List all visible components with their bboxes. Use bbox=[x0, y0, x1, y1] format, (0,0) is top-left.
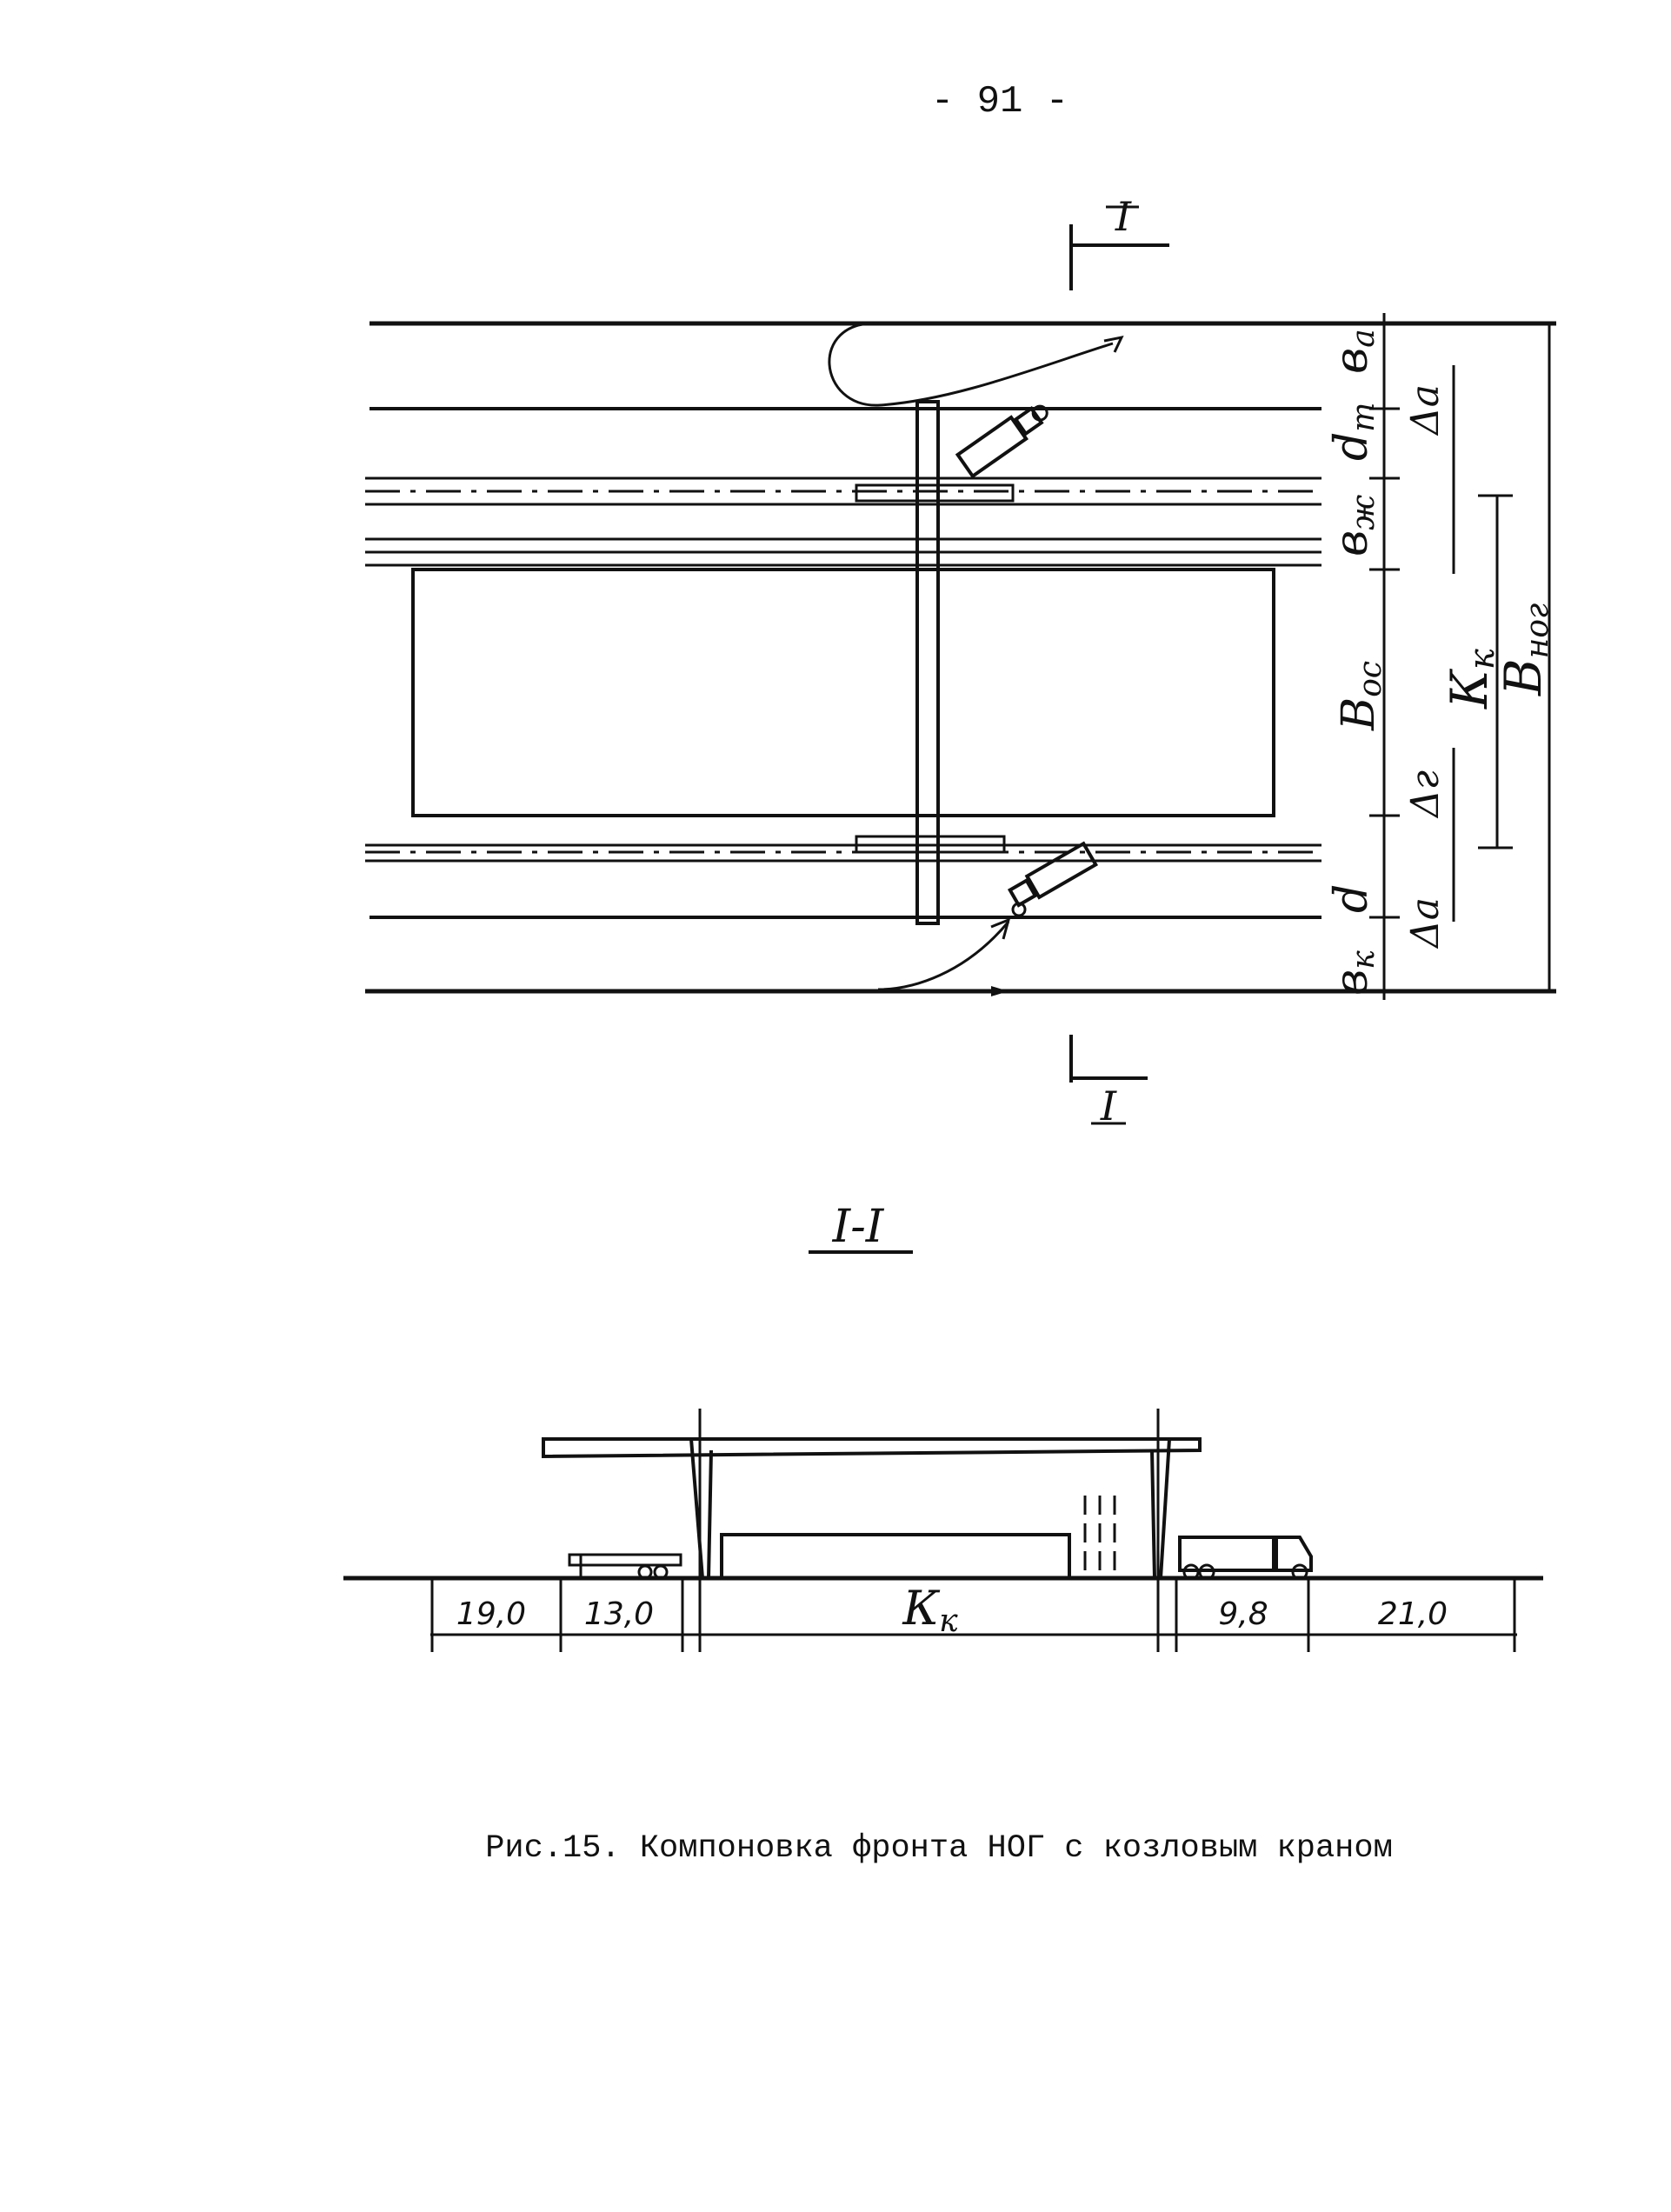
rail-track-bottom bbox=[365, 843, 1321, 863]
storage-block bbox=[720, 1533, 1071, 1580]
section-view: I-I bbox=[343, 1201, 1543, 1652]
crane-leg-right bbox=[1150, 1438, 1171, 1580]
label-kk: Кк bbox=[1440, 649, 1502, 710]
figure-caption: Рис.15. Компоновка фронта НОГ с козловым… bbox=[485, 1830, 1393, 1867]
label-delta-g: Δг bbox=[1403, 770, 1448, 819]
crane-girder bbox=[542, 1437, 1202, 1459]
storage-area bbox=[411, 568, 1275, 817]
label-bnog: Вног bbox=[1494, 603, 1555, 696]
arrow-head-top bbox=[1103, 335, 1124, 353]
section-dim-line bbox=[430, 1578, 1517, 1652]
rail-wagon bbox=[568, 1553, 682, 1580]
rail-section bbox=[1083, 1496, 1116, 1578]
page-number: - 91 - bbox=[931, 80, 1069, 123]
truck-section bbox=[1178, 1536, 1313, 1581]
crane-leg-top bbox=[855, 483, 1015, 503]
label-d: d bbox=[1326, 884, 1378, 913]
label-delta-a-top: Δа bbox=[1403, 384, 1448, 436]
rail-track-top bbox=[365, 476, 1321, 567]
dim-chain-1 bbox=[1369, 313, 1400, 1000]
section-cut-top: I bbox=[1069, 193, 1169, 290]
label-dt: dт bbox=[1326, 403, 1381, 461]
label-delta-a-bottom: Δа bbox=[1403, 897, 1448, 949]
dim-21: 21,0 bbox=[1378, 1596, 1448, 1632]
crane-leg-bottom bbox=[855, 835, 1006, 854]
caption-area: Рис.15. Компоновка фронта НОГ с козловым… bbox=[485, 1830, 1393, 1867]
arrow-head-bottom bbox=[990, 917, 1011, 940]
dim-13: 13,0 bbox=[584, 1596, 654, 1632]
dim-9-8: 9,8 bbox=[1218, 1596, 1268, 1632]
section-mark-top: I bbox=[1115, 193, 1132, 240]
crane-bridge bbox=[915, 400, 940, 925]
label-bk: вк bbox=[1326, 950, 1381, 996]
page-number-area: - 91 - bbox=[931, 80, 1069, 123]
section-cut-bottom: I bbox=[1069, 1035, 1148, 1129]
section-title: I-I bbox=[832, 1201, 885, 1253]
label-bos: Вос bbox=[1333, 661, 1388, 731]
truck-bottom bbox=[1007, 841, 1099, 908]
arrow-head-road bbox=[991, 986, 1009, 996]
label-ba: ва bbox=[1326, 329, 1381, 374]
turn-path-top bbox=[828, 322, 1114, 407]
dim-19: 19,0 bbox=[456, 1596, 526, 1632]
section-mark-bottom: I bbox=[1100, 1083, 1117, 1129]
turn-path-bottom bbox=[877, 921, 1010, 991]
label-bzh: вж bbox=[1326, 495, 1381, 556]
truck-wheel bbox=[1011, 902, 1027, 917]
plan-view: I bbox=[365, 193, 1556, 1129]
dim-kk-section: Кк bbox=[902, 1581, 958, 1639]
truck-top bbox=[955, 404, 1049, 479]
